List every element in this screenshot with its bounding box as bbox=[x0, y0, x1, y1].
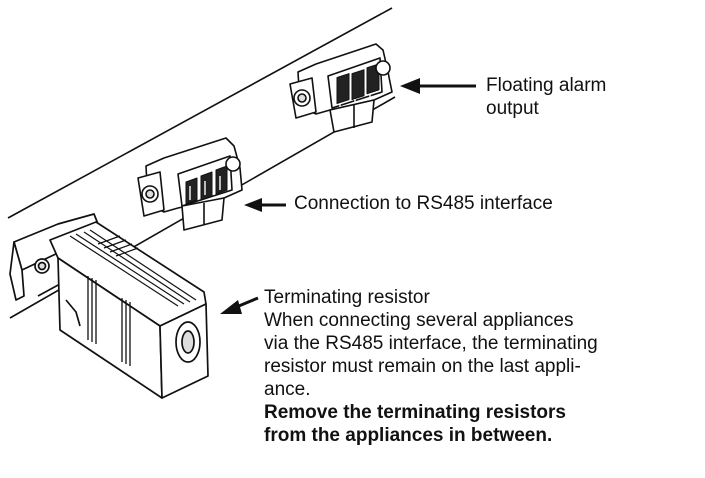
rs485-connector bbox=[137, 137, 243, 231]
resistor-warning-line2: from the appliances in between. bbox=[264, 425, 553, 446]
resistor-desc-line4: ance. bbox=[264, 379, 311, 400]
resistor-title: Terminating resistor bbox=[264, 287, 430, 308]
alarm-output-connector bbox=[289, 43, 393, 133]
arrow-alarm-icon bbox=[400, 78, 476, 94]
terminating-resistor-plug bbox=[9, 213, 209, 399]
terminating-resistor-callout: Terminating resistor When connecting sev… bbox=[264, 286, 598, 447]
alarm-output-callout: Floating alarm output bbox=[486, 74, 606, 120]
arrows bbox=[220, 78, 476, 314]
resistor-desc-line1: When connecting several appliances bbox=[264, 310, 574, 331]
arrow-resistor-icon bbox=[220, 296, 259, 314]
board-edge-front bbox=[37, 283, 61, 297]
resistor-desc-line3: resistor must remain on the last appli- bbox=[264, 356, 581, 377]
resistor-warning-line1: Remove the terminating resistors bbox=[264, 402, 566, 423]
arrow-rs485-icon bbox=[244, 198, 286, 212]
rs485-label: Connection to RS485 interface bbox=[294, 193, 553, 214]
resistor-desc-line2: via the RS485 interface, the terminating bbox=[264, 333, 598, 354]
alarm-output-label-line2: output bbox=[486, 98, 539, 119]
alarm-output-label-line1: Floating alarm bbox=[486, 75, 607, 96]
rs485-callout: Connection to RS485 interface bbox=[294, 192, 553, 215]
board-edge-upper bbox=[7, 7, 393, 219]
